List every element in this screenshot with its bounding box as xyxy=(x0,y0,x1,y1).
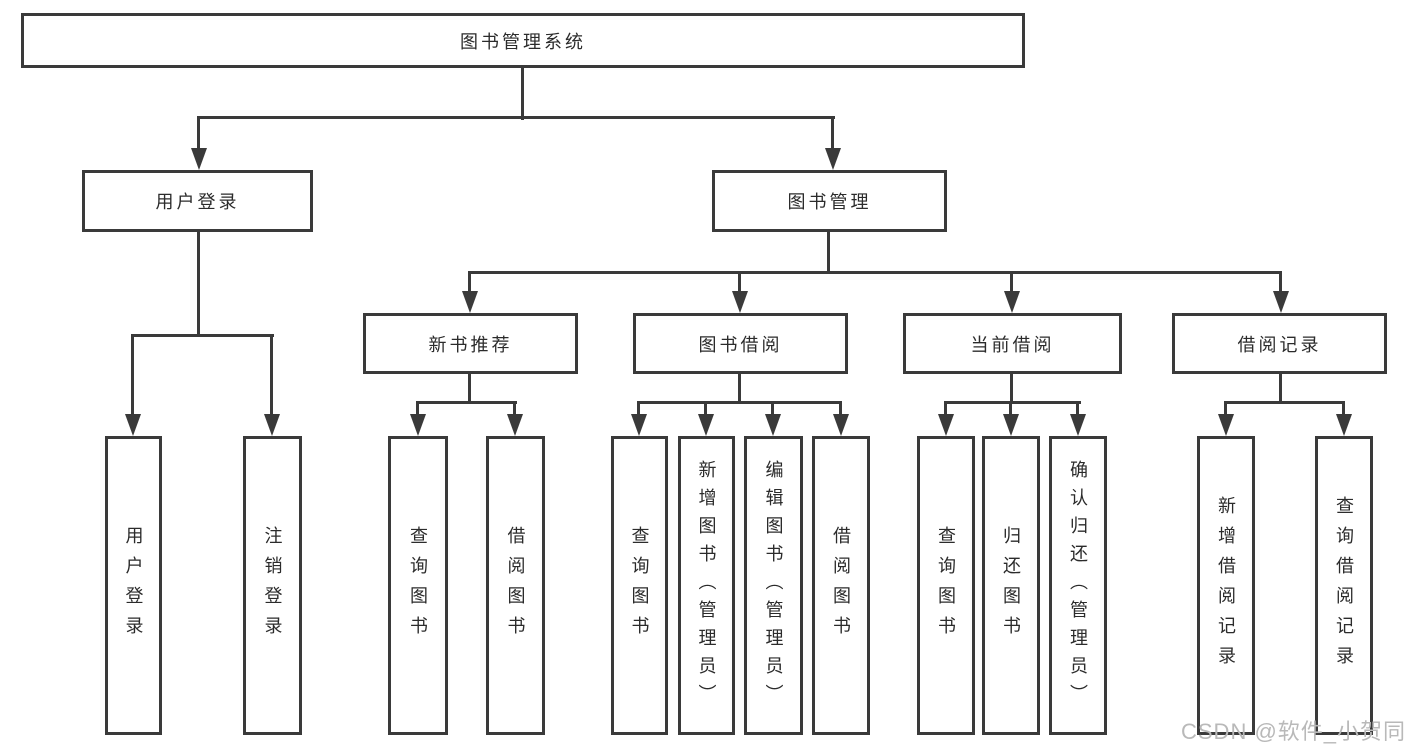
node-label: 图书管理 xyxy=(787,192,872,212)
node-label: 查询借阅记录 xyxy=(1334,495,1354,676)
arrow-down-icon xyxy=(1336,414,1352,436)
node-label: 查询图书 xyxy=(408,525,428,646)
node-add-book-admin: 新增图书（管理员） xyxy=(678,436,735,735)
connector-borrowing-records-bus xyxy=(1224,401,1345,404)
node-return-books: 归还图书 xyxy=(982,436,1040,735)
node-label: 借阅记录 xyxy=(1237,334,1322,355)
connector-drop xyxy=(1224,401,1227,414)
node-edit-book-admin: 编辑图书（管理员） xyxy=(744,436,803,735)
node-label: 编辑图书（管理员） xyxy=(763,459,784,712)
connector-drop xyxy=(637,401,640,414)
connector-drop-book-management xyxy=(831,116,834,148)
node-user-login-leaf: 用户登录 xyxy=(105,436,162,735)
arrow-down-icon xyxy=(1218,414,1234,436)
arrow-down-icon xyxy=(1004,291,1020,313)
node-label: 新书推荐 xyxy=(428,334,513,355)
arrow-down-icon xyxy=(1273,291,1289,313)
connector-new-book-bus xyxy=(416,401,517,404)
node-borrowing-records: 借阅记录 xyxy=(1172,313,1387,374)
arrow-down-icon xyxy=(191,148,207,170)
connector-drop-user-login xyxy=(197,116,200,148)
node-query-books-current: 查询图书 xyxy=(917,436,975,735)
arrow-down-icon xyxy=(1070,414,1086,436)
node-label: 当前借阅 xyxy=(970,334,1055,355)
arrow-down-icon xyxy=(698,414,714,436)
connector-new-book-stub xyxy=(468,374,471,404)
connector-user-login-stub xyxy=(197,232,200,337)
connector-book-borrowing-bus xyxy=(637,401,842,404)
connector-book-borrowing-stub xyxy=(738,374,741,404)
node-user-login: 用户登录 xyxy=(82,170,313,232)
connector-drop xyxy=(944,401,947,414)
node-borrow-books-recommend: 借阅图书 xyxy=(486,436,545,735)
csdn-watermark: CSDN @软件_小贺同学 xyxy=(1181,719,1405,744)
node-confirm-return-admin: 确认归还（管理员） xyxy=(1049,436,1107,735)
node-label: 查询图书 xyxy=(936,525,956,646)
connector-current-borrowing-stub xyxy=(1010,374,1013,404)
connector-drop-new-book xyxy=(468,271,471,291)
node-library-management-system: 图书管理系统 xyxy=(21,13,1025,68)
arrow-down-icon xyxy=(631,414,647,436)
arrow-down-icon xyxy=(833,414,849,436)
node-label: 借阅图书 xyxy=(831,525,851,646)
node-borrow-books-leaf: 借阅图书 xyxy=(812,436,870,735)
connector-borrowing-records-stub xyxy=(1279,374,1282,404)
connector-drop xyxy=(1342,401,1345,414)
arrow-down-icon xyxy=(1003,414,1019,436)
node-logout: 注销登录 xyxy=(243,436,302,735)
connector-drop xyxy=(704,401,707,414)
connector-drop-logout xyxy=(270,334,273,414)
connector-root-bus xyxy=(197,116,835,119)
connector-drop xyxy=(771,401,774,414)
connector-drop-current-borrowing xyxy=(1010,271,1013,291)
connector-root-stub xyxy=(521,68,524,120)
node-label: 图书管理系统 xyxy=(460,31,586,52)
node-label: 用户登录 xyxy=(155,192,240,212)
arrow-down-icon xyxy=(732,291,748,313)
connector-drop xyxy=(513,401,516,414)
connector-drop-user-login-leaf xyxy=(131,334,134,414)
connector-book-management-stub xyxy=(827,232,830,274)
node-label: 注销登录 xyxy=(262,525,283,646)
arrow-down-icon xyxy=(938,414,954,436)
arrow-down-icon xyxy=(507,414,523,436)
connector-drop xyxy=(839,401,842,414)
node-label: 查询图书 xyxy=(629,525,650,646)
connector-drop xyxy=(1009,401,1012,414)
node-query-borrow-record: 查询借阅记录 xyxy=(1315,436,1373,735)
node-add-borrow-record: 新增借阅记录 xyxy=(1197,436,1255,735)
connector-drop xyxy=(1076,401,1079,414)
connector-user-login-bus xyxy=(131,334,274,337)
node-book-management: 图书管理 xyxy=(712,170,947,232)
node-new-book-recommendation: 新书推荐 xyxy=(363,313,578,374)
arrow-down-icon xyxy=(825,148,841,170)
arrow-down-icon xyxy=(410,414,426,436)
arrow-down-icon xyxy=(264,414,280,436)
node-query-books-borrowing: 查询图书 xyxy=(611,436,668,735)
node-label: 借阅图书 xyxy=(505,525,526,646)
connector-drop xyxy=(416,401,419,414)
node-label: 确认归还（管理员） xyxy=(1068,459,1088,712)
arrow-down-icon xyxy=(765,414,781,436)
connector-drop-book-borrowing xyxy=(738,271,741,291)
arrow-down-icon xyxy=(462,291,478,313)
node-label: 归还图书 xyxy=(1001,525,1021,646)
node-book-borrowing: 图书借阅 xyxy=(633,313,848,374)
connector-current-borrowing-bus xyxy=(944,401,1081,404)
arrow-down-icon xyxy=(125,414,141,436)
node-query-books-recommend: 查询图书 xyxy=(388,436,448,735)
connector-drop-borrowing-records xyxy=(1279,271,1282,291)
node-label: 用户登录 xyxy=(123,525,144,646)
node-current-borrowing: 当前借阅 xyxy=(903,313,1122,374)
node-label: 图书借阅 xyxy=(698,334,783,355)
node-label: 新增图书（管理员） xyxy=(696,459,717,712)
connector-book-management-bus xyxy=(468,271,1282,274)
node-label: 新增借阅记录 xyxy=(1216,495,1236,676)
